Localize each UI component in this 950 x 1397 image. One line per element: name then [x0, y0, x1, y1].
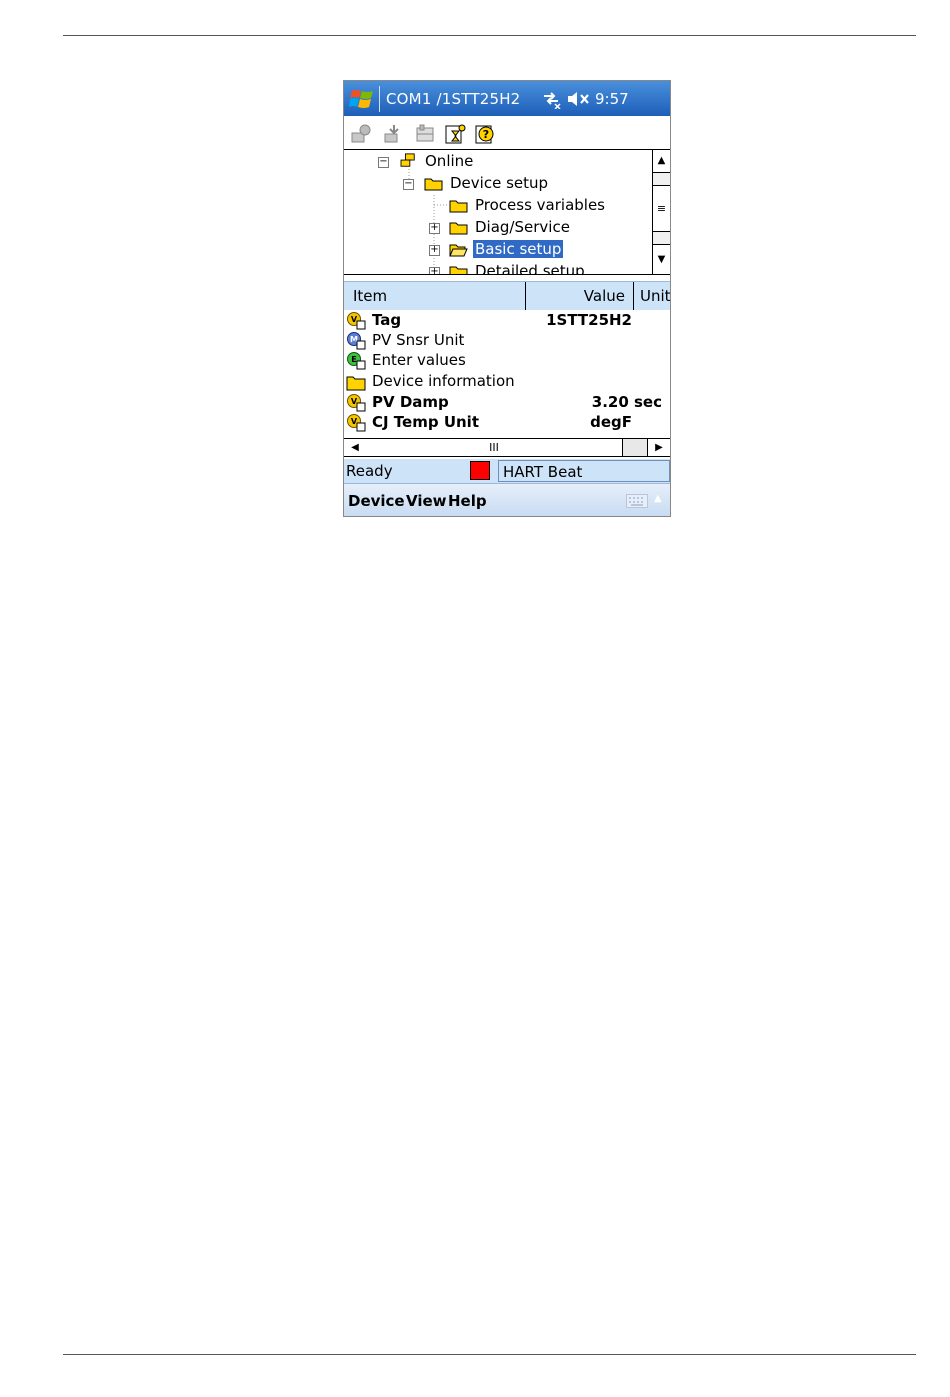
item-value: degF	[590, 413, 632, 431]
tree-item-label: Detailed setup	[473, 262, 587, 275]
folder-icon	[346, 373, 366, 391]
hart-beat-field: HART Beat	[498, 460, 670, 482]
item-value: 1STT25H2	[546, 311, 632, 329]
device-icon[interactable]	[414, 123, 436, 145]
volume-muted-icon[interactable]	[566, 90, 592, 108]
folder-icon	[449, 198, 468, 213]
tree-item-label: Process variables	[473, 196, 607, 214]
keyboard-icon[interactable]	[626, 494, 648, 508]
scroll-up-button[interactable]: ▲	[653, 150, 670, 173]
help-icon[interactable]: ?	[474, 123, 496, 145]
expand-toggle[interactable]: +	[429, 223, 440, 234]
scroll-left-button[interactable]: ◀	[344, 439, 367, 456]
method-icon: M	[346, 332, 366, 350]
folder-icon	[449, 264, 468, 275]
status-text: Ready	[346, 462, 393, 480]
item-label: PV Damp	[372, 393, 449, 411]
svg-text:E: E	[351, 355, 356, 364]
tree-item-label: Device setup	[448, 174, 550, 192]
column-header-unit[interactable]: Unit	[634, 282, 671, 310]
menu-help[interactable]: Help	[448, 492, 487, 510]
online-node-icon	[399, 153, 418, 168]
item-label: Tag	[372, 311, 401, 329]
list-item-device-information[interactable]: Device information	[344, 372, 670, 392]
clock[interactable]: 9:57	[595, 90, 629, 108]
page-bottom-rule	[63, 1354, 916, 1355]
edit-icon: E	[346, 352, 366, 370]
window-title: COM1 /1STT25H2	[386, 90, 520, 108]
hart-heartbeat-indicator	[470, 461, 490, 480]
folder-icon	[424, 176, 443, 191]
expand-toggle[interactable]: +	[429, 245, 440, 256]
status-bar: Ready HART Beat	[344, 459, 670, 484]
scroll-right-button[interactable]: ▶	[647, 439, 670, 456]
scroll-down-button[interactable]: ▼	[653, 244, 670, 275]
save-icon[interactable]	[444, 123, 466, 145]
column-header-item[interactable]: Item	[344, 282, 526, 310]
tree-item-label: Diag/Service	[473, 218, 572, 236]
open-folder-icon	[449, 242, 468, 257]
collapse-toggle[interactable]: −	[403, 179, 414, 190]
scroll-thumb[interactable]: ≡	[653, 185, 670, 232]
list-item-tag[interactable]: V Tag 1STT25H2	[344, 311, 670, 331]
menu-device[interactable]: Device	[348, 492, 405, 510]
page-top-rule	[63, 35, 916, 36]
pda-screen: COM1 /1STT25H2 9:57	[343, 80, 671, 517]
toolbar: ?	[344, 116, 670, 149]
title-separator	[379, 86, 380, 112]
list-horizontal-scrollbar[interactable]: ◀ III ▶	[344, 438, 670, 457]
folder-icon	[449, 220, 468, 235]
variable-icon: V	[346, 312, 366, 330]
title-bar: COM1 /1STT25H2 9:57	[344, 81, 670, 116]
input-panel-arrow-icon[interactable]: ▲	[654, 493, 662, 504]
item-label: Device information	[372, 372, 515, 390]
tree-vertical-scrollbar[interactable]: ▲ ≡ ▼	[652, 150, 670, 274]
tree-item-label: Online	[423, 152, 475, 170]
connectivity-icon[interactable]	[542, 89, 562, 109]
scroll-thumb[interactable]: III	[366, 439, 623, 456]
list-item-cj-temp-unit[interactable]: V CJ Temp Unit degF	[344, 413, 670, 433]
offline-icon[interactable]	[382, 123, 404, 145]
collapse-toggle[interactable]: −	[378, 157, 389, 168]
windows-start-icon[interactable]	[349, 87, 375, 111]
menu-view[interactable]: View	[406, 492, 447, 510]
svg-text:?: ?	[483, 128, 489, 141]
variable-icon: V	[346, 394, 366, 412]
item-label: PV Snsr Unit	[372, 331, 464, 349]
list-item-pv-snsr-unit[interactable]: M PV Snsr Unit	[344, 331, 670, 351]
expand-toggle[interactable]: +	[429, 267, 440, 275]
hart-beat-label: HART Beat	[503, 463, 582, 481]
list-header: Item Value Unit	[344, 281, 670, 311]
column-header-value[interactable]: Value	[526, 282, 634, 310]
item-label: Enter values	[372, 351, 466, 369]
variable-icon: V	[346, 414, 366, 432]
parameter-list: V Tag 1STT25H2 M PV Snsr Unit E Enter va…	[344, 310, 670, 438]
item-label: CJ Temp Unit	[372, 413, 479, 431]
list-item-enter-values[interactable]: E Enter values	[344, 351, 670, 371]
online-icon[interactable]	[350, 123, 372, 145]
list-item-pv-damp[interactable]: V PV Damp 3.20 sec	[344, 393, 670, 413]
item-value: 3.20 sec	[592, 393, 662, 411]
menu-bar: Device View Help ▲	[344, 484, 670, 517]
tree-view[interactable]: − Online − Device setup Process variable…	[344, 149, 670, 275]
tree-item-label: Basic setup	[473, 240, 563, 258]
